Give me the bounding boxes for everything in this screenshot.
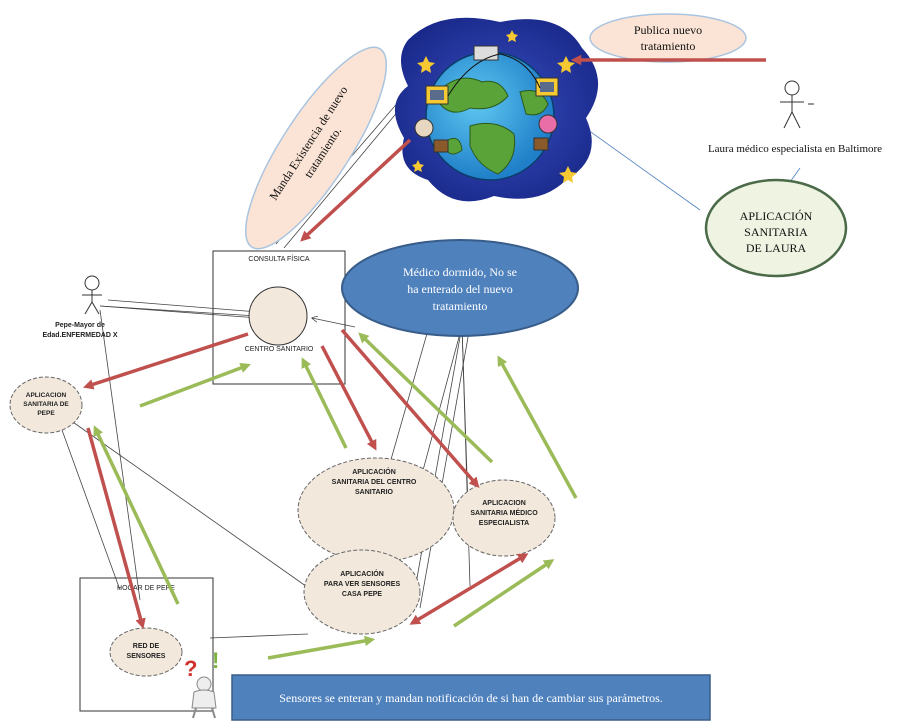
laura-actor-label: Laura médico especialista en Baltimore	[708, 143, 882, 155]
green-arrow-to-especialista	[453, 559, 555, 628]
red-arrow-centro-to-app-centro	[320, 345, 377, 451]
app-pepe-line2: SANITARIA DE	[23, 401, 69, 408]
green-arrow-pepe-app-to-centro	[139, 362, 251, 408]
green-arrow-especialista-to-centro	[358, 332, 494, 464]
aplicacion-sanitaria-laura-usecase[interactable]	[704, 178, 848, 278]
app-pepe-line1: APLICACION	[26, 392, 67, 399]
centro-sanitario-label: CENTRO SANITARIO	[245, 346, 314, 353]
app-centro-line1: APLICACIÓN	[352, 467, 396, 476]
red-arrow-globe-to-consulta	[300, 138, 412, 242]
internet-globe-icon	[394, 17, 599, 202]
laura-actor-icon	[780, 80, 814, 129]
consulta-fisica-box	[212, 250, 346, 385]
laura-app-line3: DE LAURA	[746, 241, 807, 255]
hogar-de-pepe-title: HOGAR DE PEPE	[117, 585, 175, 592]
app-esp-line2: SANITARIA MÉDICO	[470, 508, 538, 517]
green-arrow-to-medico	[497, 355, 578, 499]
publica-label-line1: Publica nuevo	[634, 23, 702, 37]
app-sens-line3: CASA PEPE	[342, 591, 383, 598]
notification-banner-text: Sensores se enteran y mandan notificació…	[279, 691, 663, 705]
app-pepe-line3: PEPE	[37, 410, 55, 417]
aplicacion-medico-especialista-usecase[interactable]	[452, 479, 556, 557]
app-centro-line3: SANITARIO	[355, 489, 394, 496]
laura-app-line2: SANITARIA	[744, 225, 808, 239]
publica-nuevo-tratamiento-ellipse	[589, 13, 747, 63]
medico-line1: Médico dormido, No se	[403, 265, 517, 279]
red-line2: SENSORES	[127, 653, 166, 660]
pepe-actor-icon	[82, 275, 102, 315]
red-arrow-pepe-app-to-sensores	[86, 427, 146, 630]
green-arrow-app-centro-to-centro	[301, 357, 348, 449]
app-esp-line3: ESPECIALISTA	[479, 520, 529, 527]
red-line1: RED DE	[133, 643, 160, 650]
pepe-label-line1: Pepe-Mayor de	[55, 322, 105, 329]
green-arrow-sensores-to-pepe-app	[93, 425, 180, 605]
medico-line3: tratamiento	[433, 299, 488, 313]
red-arrow-centro-to-pepe-app	[83, 332, 249, 390]
red-arrows	[83, 54, 766, 630]
svg-text:?: ?	[184, 656, 197, 681]
medico-dormido-ellipse	[341, 239, 579, 337]
svg-text:!: !	[212, 648, 219, 673]
hogar-de-pepe-box	[79, 577, 214, 712]
app-centro-line2: SANITARIA DEL CENTRO	[332, 479, 417, 486]
aplicacion-sanitaria-pepe-usecase[interactable]	[9, 376, 83, 434]
laura-app-line1: APLICACIÓN	[740, 209, 813, 223]
red-de-sensores-usecase[interactable]	[109, 627, 183, 677]
red-arrow-sensores-app-especialista	[409, 553, 529, 625]
medico-line2: ha enterado del nuevo	[407, 282, 513, 296]
confused-person-icon: ? !	[184, 648, 219, 719]
green-arrows	[93, 332, 578, 660]
consulta-fisica-title: CONSULTA FÍSICA	[248, 254, 310, 263]
green-arrow-banner-to-app-sensores	[267, 635, 376, 660]
pepe-label-line2: Edad.ENFERMEDAD X	[42, 332, 117, 339]
app-esp-line1: APLICACION	[482, 500, 526, 507]
app-sens-line2: PARA VER SENSORES	[324, 581, 401, 588]
manda-existencia-callout: Manda Existencia de nuevo tratamiento.	[244, 46, 388, 250]
centro-sanitario-usecase[interactable]	[248, 286, 308, 346]
publica-label-line2: tratamiento	[641, 39, 696, 53]
red-arrow-centro-to-especialista	[340, 328, 480, 488]
app-sens-line1: APLICACIÓN	[340, 569, 384, 578]
notification-banner	[231, 674, 711, 721]
